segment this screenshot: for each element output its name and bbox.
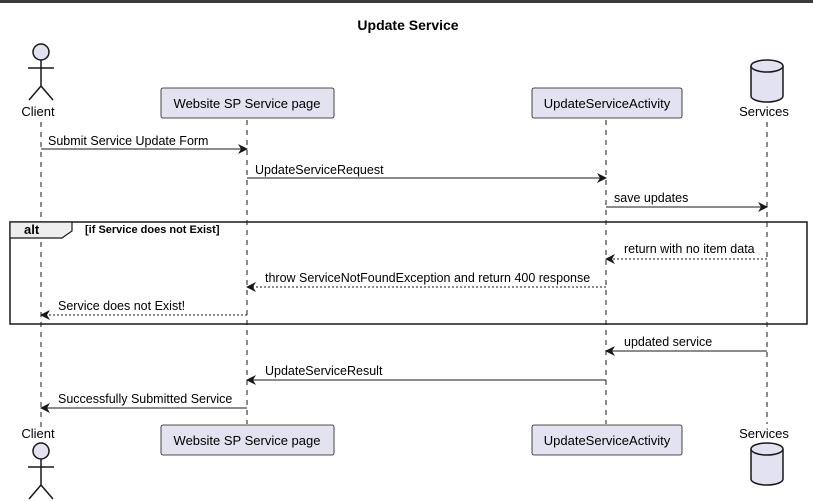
message-label: Successfully Submitted Service [58,392,232,406]
client-actor-top [28,43,54,101]
participant-client-label-bottom: Client [21,426,55,441]
message-label: Submit Service Update Form [48,134,208,148]
actor-icon [32,43,50,61]
lifelines [40,120,768,430]
message-label: UpdateServiceRequest [255,163,384,177]
participant-page-label-top: Website SP Service page [174,96,321,111]
diagram-title: Update Service [357,17,458,33]
alt-condition: [if Service does not Exist] [85,224,220,236]
message-label: throw ServiceNotFoundException and retur… [265,271,590,285]
database-icon-top [750,59,784,103]
alt-fragment-frame [9,221,808,325]
client-actor-bottom [28,442,54,500]
participant-activity-label-top: UpdateServiceActivity [544,96,671,111]
participant-services-label-top: Services [739,104,789,119]
participant-page-box-top [160,87,335,119]
participant-services-label-bottom: Services [739,426,789,441]
participant-client-label-top: Client [21,104,55,119]
alt-keyword: alt [24,222,40,237]
alt-fragment-tab [9,221,73,239]
participant-activity-box-top [531,87,683,119]
top-border [0,0,813,3]
database-icon-bottom [750,442,784,486]
participant-page-label-bottom: Website SP Service page [174,433,321,448]
actor-icon [32,442,50,460]
participant-activity-label-bottom: UpdateServiceActivity [544,433,671,448]
message-label: Service does not Exist! [58,299,185,313]
participant-activity-box-bottom [531,424,683,456]
participant-page-box-bottom [160,424,335,456]
message-label: return with no item data [624,242,755,256]
message-label: UpdateServiceResult [265,364,383,378]
message-label: updated service [624,335,712,349]
message-label: save updates [614,191,688,205]
